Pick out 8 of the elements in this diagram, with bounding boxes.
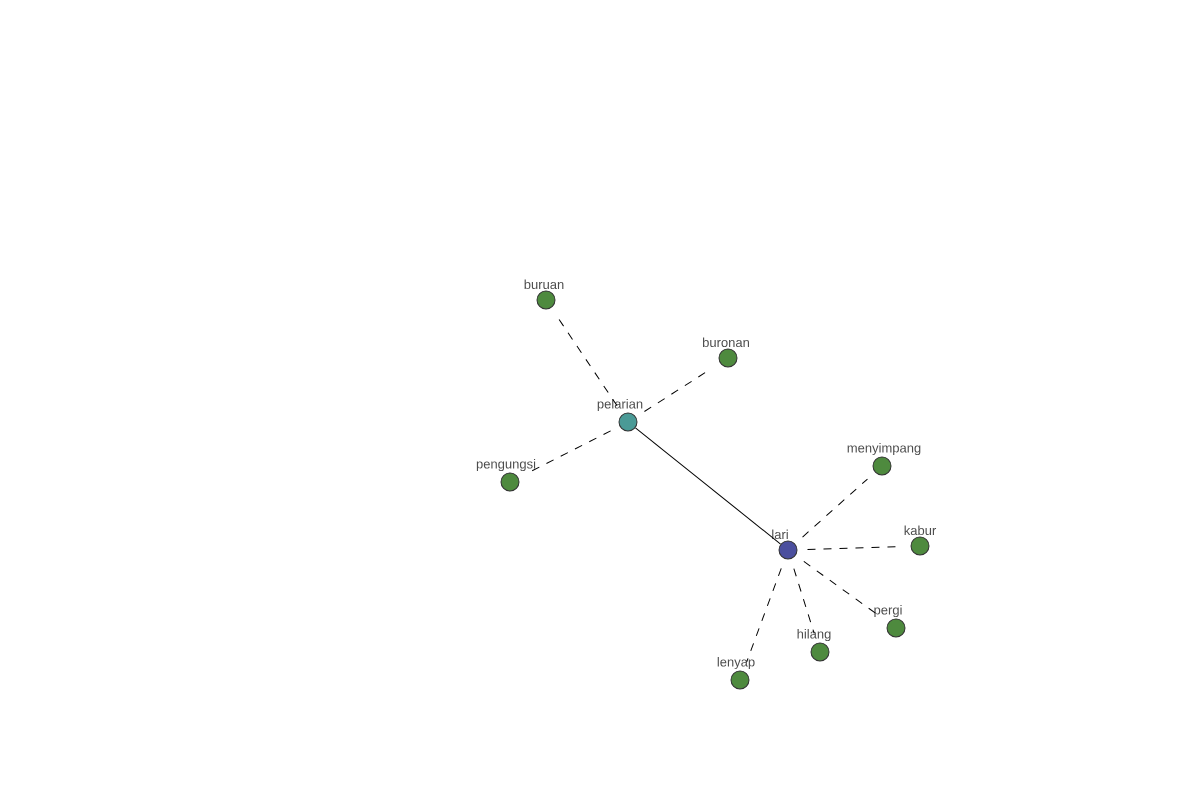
- connector-line: [803, 560, 881, 618]
- connector-line: [802, 478, 868, 538]
- connector-line: [807, 546, 901, 550]
- connector-line: [746, 567, 782, 663]
- connector-line: [556, 315, 618, 407]
- connector-line: [793, 568, 815, 634]
- connector-line: [526, 430, 612, 474]
- connector-line: [634, 427, 782, 545]
